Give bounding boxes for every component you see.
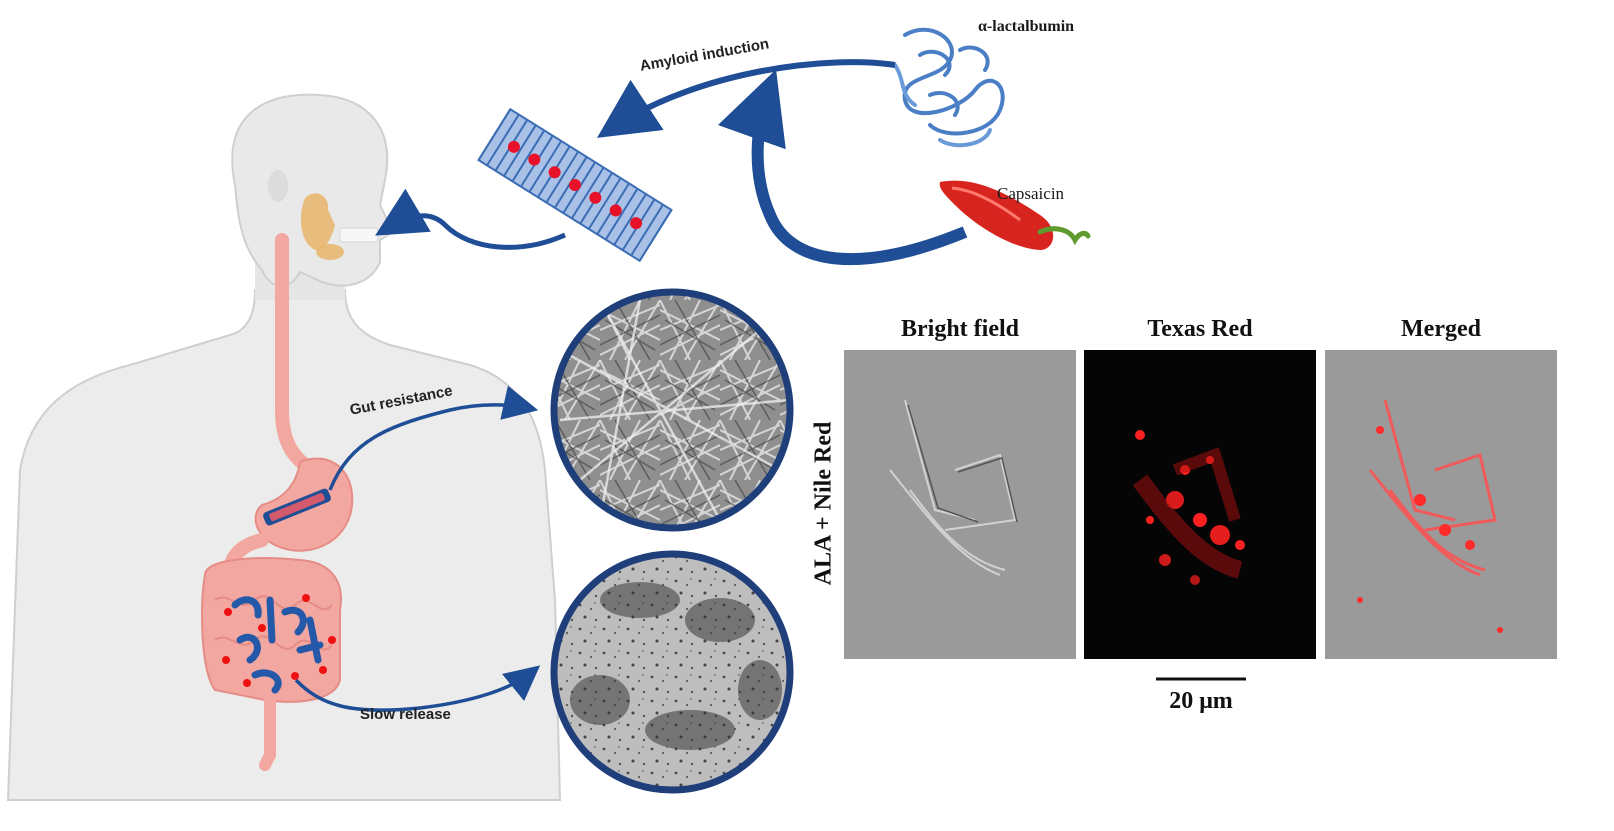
- chili-pepper-illustration: [939, 180, 1091, 250]
- tem-image-release: [550, 550, 794, 794]
- protein-structure-illustration: [893, 27, 1005, 148]
- panel-title-texas-red: Texas Red: [1147, 316, 1253, 342]
- process-arrows: [294, 59, 968, 712]
- slow-release-label: Slow release: [360, 706, 451, 723]
- scale-bar-label: 20 μm: [1169, 688, 1233, 714]
- microscopy-panel-texas-red: [1084, 350, 1316, 659]
- amyloid-fibril-illustration: [477, 107, 673, 263]
- gut-resistance-arrow: [328, 385, 539, 491]
- tem-image-fibrils: [550, 288, 794, 532]
- panel-title-merged: Merged: [1401, 316, 1481, 342]
- slow-release-arrow: [294, 665, 541, 712]
- human-body-illustration: [6, 93, 562, 801]
- row-label: ALA + Nile Red: [810, 421, 837, 586]
- capsaicin-curve-arrow: [717, 69, 968, 266]
- microscopy-panel-merged: [1325, 350, 1557, 659]
- ingestion-arrow: [375, 188, 567, 250]
- capsaicin-label: Capsaicin: [997, 184, 1065, 203]
- panel-title-bright-field: Bright field: [901, 316, 1019, 342]
- protein-label: α-lactalbumin: [978, 18, 1075, 35]
- microscopy-panel-bright-field: [844, 350, 1076, 659]
